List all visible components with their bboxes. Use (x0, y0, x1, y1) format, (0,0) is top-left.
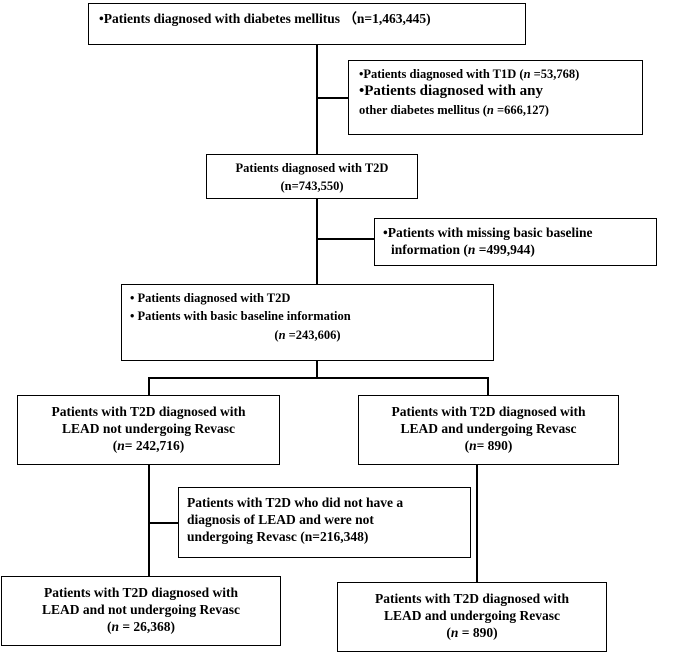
box-no-lead-excluded: Patients with T2D who did not have a dia… (178, 487, 471, 558)
b7-line3-pre: ( (464, 438, 470, 453)
b6-line3-pre: ( (112, 438, 118, 453)
connector-to-b6 (148, 377, 150, 395)
b7-line3-post: = 890) (476, 438, 513, 453)
b5-line3-pre: ( (274, 328, 279, 342)
box-final-lead-revasc: Patients with T2D diagnosed with LEAD an… (337, 582, 607, 652)
b6-line3-n: n (117, 438, 125, 453)
b6-line1: Patients with T2D diagnosed with (51, 404, 246, 419)
b2-line3-pre: other diabetes mellitus ( (359, 103, 487, 117)
b3-line1: Patients diagnosed with T2D (235, 161, 389, 175)
box-final-lead-no-revasc: Patients with T2D diagnosed with LEAD an… (1, 576, 281, 646)
box-t1d-other-excluded: •Patients diagnosed with T1D (n =53,768)… (348, 60, 643, 135)
b10-line3-pre: ( (446, 625, 451, 640)
b8-line1: Patients with T2D who did not have a (187, 495, 404, 510)
b2-line1-post: =53,768) (530, 67, 580, 81)
b9-line3-n: n (111, 619, 119, 634)
connector-to-b8 (148, 522, 178, 524)
b9-line3-pre: ( (106, 619, 112, 634)
b10-line3-post: = 890) (458, 625, 498, 640)
b6-line3-post: = 242,716) (124, 438, 185, 453)
box-lead-revasc: Patients with T2D diagnosed with LEAD an… (358, 395, 619, 465)
b7-line3-n: n (469, 438, 477, 453)
connector-b7-b10 (476, 464, 478, 582)
b4-line2-post: =499,944) (475, 242, 535, 257)
b7-line1: Patients with T2D diagnosed with (391, 404, 586, 419)
connector-to-b7 (487, 377, 489, 395)
b7-line2: LEAD and undergoing Revasc (400, 421, 577, 436)
b2-line1-pre: •Patients diagnosed with T1D ( (359, 67, 524, 81)
b5-line3-post: =243,606) (285, 328, 341, 342)
b8-line3: undergoing Revasc (n=216,348) (187, 529, 369, 544)
b5-line3-n: n (278, 328, 286, 342)
b4-line1: •Patients with missing basic baseline (383, 225, 593, 240)
b9-line2: LEAD and not undergoing Revasc (41, 602, 241, 617)
b2-line1-n: n (523, 67, 531, 81)
b9-line1: Patients with T2D diagnosed with (43, 585, 239, 600)
connector-b3-b5 (316, 198, 318, 284)
b10-line1: Patients with T2D diagnosed with (374, 591, 570, 606)
b6-line2: LEAD not undergoing Revasc (62, 421, 235, 436)
connector-b5-split (316, 360, 318, 378)
connector-to-b2 (316, 97, 348, 99)
b2-line2: •Patients diagnosed with any (359, 83, 544, 99)
b5-line2: • Patients with basic baseline informati… (130, 309, 351, 323)
connector-split (148, 377, 488, 379)
bullet-icon: • (99, 11, 104, 26)
box-all-diabetes: •Patients diagnosed with diabetes mellit… (88, 3, 526, 45)
b2-line3-n: n (486, 103, 494, 117)
b3-line2: (n=743,550) (280, 179, 344, 193)
box-lead-no-revasc: Patients with T2D diagnosed with LEAD no… (17, 395, 280, 465)
b1-text: Patients diagnosed with diabetes mellitu… (103, 11, 431, 26)
b4-line2-n: n (467, 242, 476, 257)
b8-line2: diagnosis of LEAD and were not (187, 512, 374, 527)
b9-line3-post: = 26,368) (118, 619, 176, 634)
connector-b6-b9 (148, 464, 150, 576)
b10-line2: LEAD and undergoing Revasc (384, 608, 560, 623)
b2-line3-post: =666,127) (493, 103, 549, 117)
b4-line2-pre: information ( (391, 242, 468, 257)
b5-line1: • Patients diagnosed with T2D (130, 291, 291, 305)
box-missing-baseline: •Patients with missing basic baseline in… (374, 218, 657, 266)
connector-to-b4 (316, 238, 374, 240)
connector-b1-b3 (316, 44, 318, 154)
box-t2d: Patients diagnosed with T2D (n=743,550) (206, 154, 418, 199)
box-t2d-baseline: • Patients diagnosed with T2D • Patients… (121, 284, 494, 361)
b10-line3-n: n (450, 625, 459, 640)
